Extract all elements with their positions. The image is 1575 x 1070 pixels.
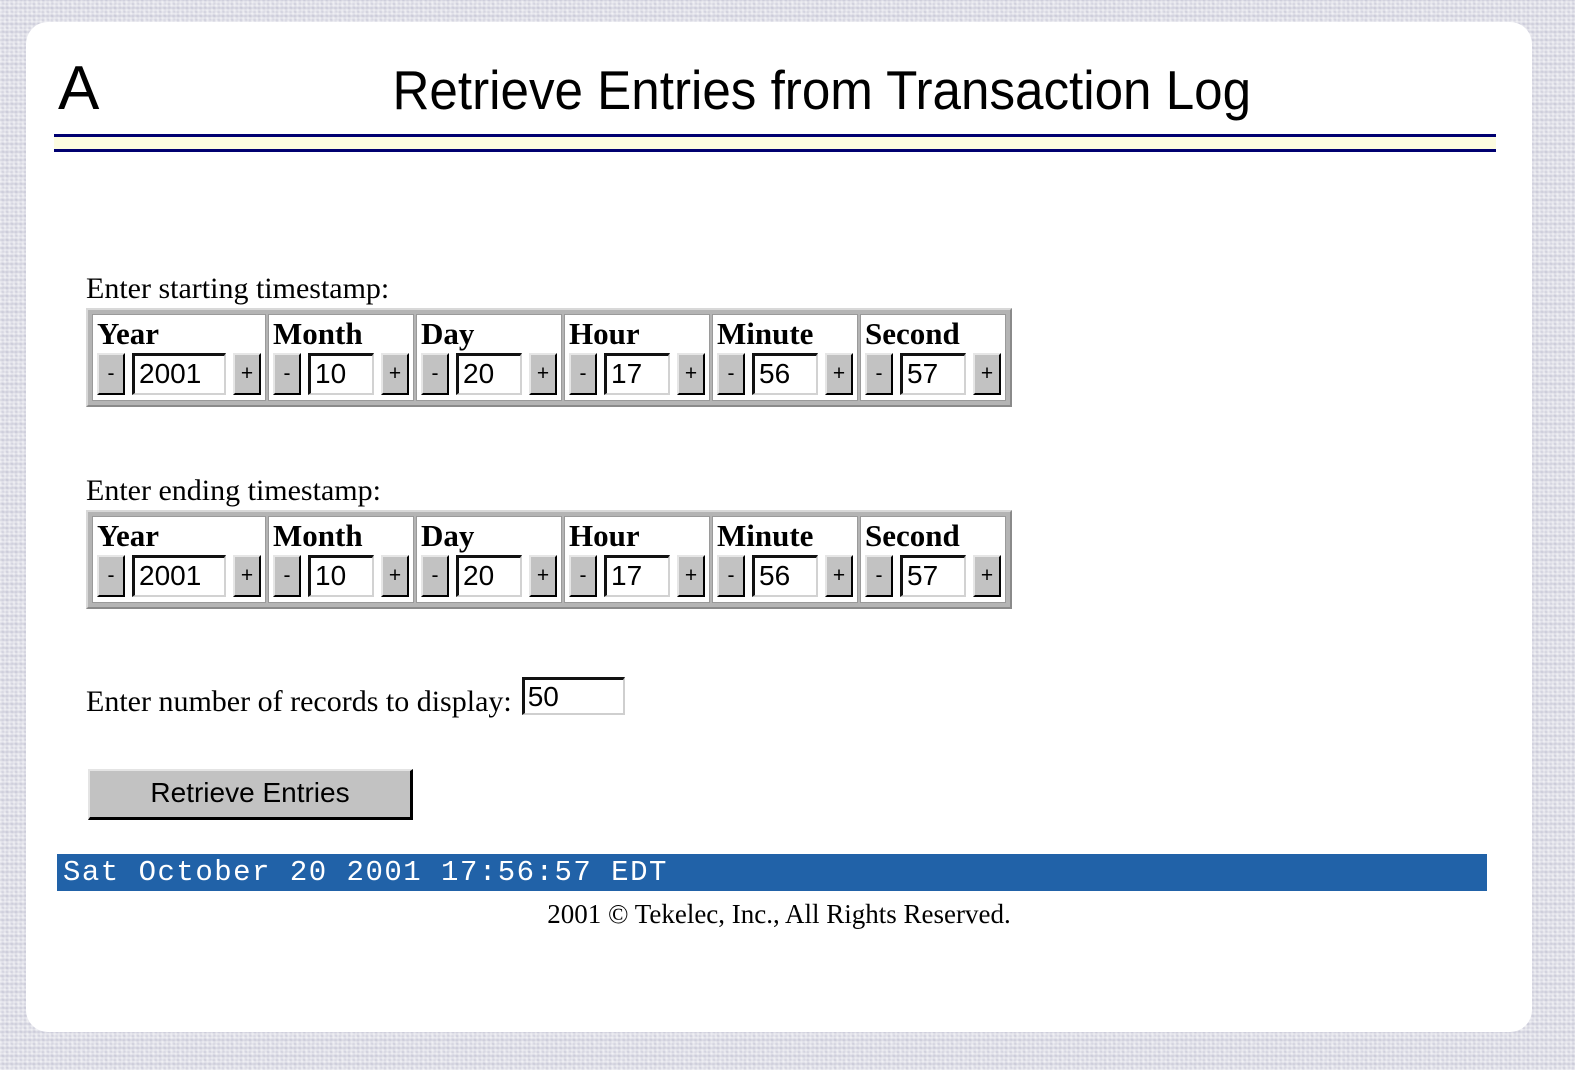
field-cell-year: Year - 2001 + [92, 516, 266, 603]
field-label-month: Month [273, 316, 363, 351]
second-decrement-button[interactable]: - [865, 353, 893, 395]
records-row: Enter number of records to display: 50 [86, 677, 625, 719]
month-input[interactable]: 10 [308, 555, 374, 597]
field-label-hour: Hour [569, 316, 640, 351]
minute-decrement-button[interactable]: - [717, 555, 745, 597]
field-label-second: Second [865, 316, 960, 351]
minute-increment-button[interactable]: + [825, 555, 853, 597]
field-label-minute: Minute [717, 518, 814, 553]
hour-increment-button[interactable]: + [677, 353, 705, 395]
field-cell-second: Second - 57 + [860, 516, 1006, 603]
logo-placeholder-icon: A [58, 54, 100, 123]
day-increment-button[interactable]: + [529, 353, 557, 395]
day-increment-button[interactable]: + [529, 555, 557, 597]
ending-timestamp-caption: Enter ending timestamp: [86, 474, 381, 507]
records-label: Enter number of records to display: [86, 685, 512, 718]
field-label-year: Year [97, 518, 159, 553]
field-label-second: Second [865, 518, 960, 553]
day-input[interactable]: 20 [456, 555, 522, 597]
year-decrement-button[interactable]: - [97, 555, 125, 597]
page-header: A Retrieve Entries from Transaction Log [26, 22, 1532, 162]
month-input[interactable]: 10 [308, 353, 374, 395]
field-cell-day: Day - 20 + [416, 516, 562, 603]
hour-input[interactable]: 17 [604, 555, 670, 597]
field-cell-hour: Hour - 17 + [564, 516, 710, 603]
day-decrement-button[interactable]: - [421, 353, 449, 395]
month-increment-button[interactable]: + [381, 555, 409, 597]
second-decrement-button[interactable]: - [865, 555, 893, 597]
day-decrement-button[interactable]: - [421, 555, 449, 597]
field-label-minute: Minute [717, 316, 814, 351]
month-increment-button[interactable]: + [381, 353, 409, 395]
second-increment-button[interactable]: + [973, 353, 1001, 395]
starting-timestamp-table: Year - 2001 + Month - 10 + Day - [86, 308, 1012, 407]
retrieve-entries-button[interactable]: Retrieve Entries [88, 769, 413, 820]
month-decrement-button[interactable]: - [273, 353, 301, 395]
field-cell-minute: Minute - 56 + [712, 516, 858, 603]
second-input[interactable]: 57 [900, 353, 966, 395]
field-cell-month: Month - 10 + [268, 314, 414, 401]
hour-decrement-button[interactable]: - [569, 353, 597, 395]
year-decrement-button[interactable]: - [97, 353, 125, 395]
field-label-day: Day [421, 518, 475, 553]
minute-increment-button[interactable]: + [825, 353, 853, 395]
year-increment-button[interactable]: + [233, 353, 261, 395]
minute-input[interactable]: 56 [752, 555, 818, 597]
status-bar-timestamp: Sat October 20 2001 17:56:57 EDT [57, 854, 1487, 891]
minute-input[interactable]: 56 [752, 353, 818, 395]
header-divider [54, 134, 1496, 152]
field-label-year: Year [97, 316, 159, 351]
field-cell-hour: Hour - 17 + [564, 314, 710, 401]
page-panel: A Retrieve Entries from Transaction Log … [26, 22, 1532, 1032]
day-input[interactable]: 20 [456, 353, 522, 395]
month-decrement-button[interactable]: - [273, 555, 301, 597]
field-cell-minute: Minute - 56 + [712, 314, 858, 401]
year-input[interactable]: 2001 [132, 353, 226, 395]
field-label-month: Month [273, 518, 363, 553]
field-cell-year: Year - 2001 + [92, 314, 266, 401]
records-count-input[interactable]: 50 [521, 677, 625, 715]
footer-copyright: 2001 © Tekelec, Inc., All Rights Reserve… [547, 899, 1011, 929]
field-label-hour: Hour [569, 518, 640, 553]
minute-decrement-button[interactable]: - [717, 353, 745, 395]
field-label-day: Day [421, 316, 475, 351]
starting-timestamp-caption: Enter starting timestamp: [86, 272, 390, 305]
year-increment-button[interactable]: + [233, 555, 261, 597]
second-increment-button[interactable]: + [973, 555, 1001, 597]
second-input[interactable]: 57 [900, 555, 966, 597]
field-cell-second: Second - 57 + [860, 314, 1006, 401]
field-cell-month: Month - 10 + [268, 516, 414, 603]
hour-decrement-button[interactable]: - [569, 555, 597, 597]
page-title: Retrieve Entries from Transaction Log [392, 59, 1252, 121]
field-cell-day: Day - 20 + [416, 314, 562, 401]
year-input[interactable]: 2001 [132, 555, 226, 597]
ending-timestamp-table: Year - 2001 + Month - 10 + Day - [86, 510, 1012, 609]
hour-increment-button[interactable]: + [677, 555, 705, 597]
hour-input[interactable]: 17 [604, 353, 670, 395]
